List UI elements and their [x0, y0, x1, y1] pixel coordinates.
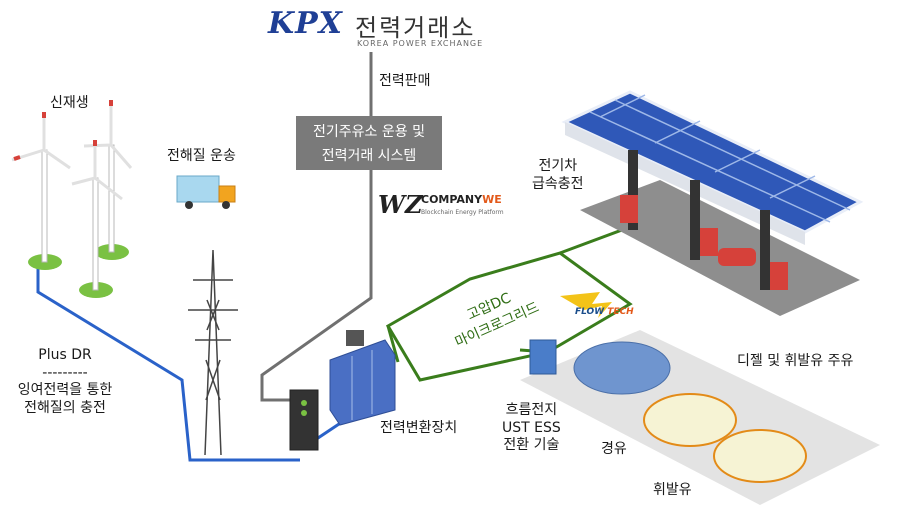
conversion-tech-label: 전환 기술	[503, 437, 560, 453]
power-converter-icon	[289, 330, 396, 451]
companywe-name-a: COMPANY	[421, 193, 483, 206]
surplus-line-1: 잉여전력을 통한	[17, 382, 113, 398]
plus-dr-block: Plus DR --------- 잉여전력을 통한 전해질의 충전	[5, 347, 125, 417]
transmission-tower-icon	[188, 249, 238, 456]
station-pillar	[760, 210, 770, 290]
turbine-tower	[108, 144, 115, 253]
system-connection-line	[260, 170, 373, 402]
station-pillar	[690, 180, 700, 260]
electrolyte-transport-label: 전해질 운송	[167, 148, 236, 164]
trading-system-box: 전기주유소 운용 및 전력거래 시스템	[296, 116, 442, 170]
diesel-gasoline-label: 디젤 및 휘발유 주유	[737, 353, 854, 369]
flow-battery-cabinet	[529, 339, 557, 375]
charger-unit	[620, 195, 638, 223]
system-line-2: 전력거래 시스템	[321, 148, 417, 164]
diesel-tank	[643, 393, 737, 447]
surplus-line-2: 전해질의 충전	[24, 399, 106, 416]
station-pillar	[628, 150, 638, 230]
turbine-tower	[92, 177, 99, 291]
companywe-logo-mark: WZ	[378, 190, 423, 219]
electrolyte-truck-icon	[176, 175, 236, 209]
kpx-subtitle: KOREA POWER EXCHANGE	[357, 39, 484, 48]
dc-microgrid-diamond	[385, 251, 633, 382]
flowtech-logo: FLOW TECH	[575, 307, 634, 317]
converter-label: 전력변환장치	[380, 420, 458, 436]
renewable-label: 신재생	[50, 95, 89, 111]
diesel-label: 경유	[601, 441, 627, 457]
turbine-blades	[11, 112, 71, 170]
gasoline-label: 휘발유	[653, 482, 692, 498]
power-sale-label: 전력판매	[379, 73, 431, 89]
turbine-tower	[41, 149, 48, 263]
ev-car-icon	[718, 248, 756, 266]
kpx-title: 전력거래소	[355, 14, 476, 42]
ev-line-2: 급속충전	[532, 175, 584, 192]
plus-dr-label: Plus DR	[38, 347, 92, 363]
flowtech-a: FLOW	[575, 307, 605, 317]
ev-charging-label: 전기차 급속충전	[532, 158, 584, 193]
charger-unit	[770, 262, 788, 290]
wind-turbine-group	[11, 100, 133, 298]
ev-line-1: 전기차	[538, 158, 578, 174]
microgrid-to-converter-line	[386, 325, 400, 363]
flow-battery-block: 흐름전지 UST ESS 전환 기술	[502, 402, 561, 455]
flow-battery-label: 흐름전지	[505, 402, 558, 418]
kpx-logo-mark: KPX	[268, 6, 343, 41]
gasoline-tank	[713, 429, 807, 483]
turbine-blades	[71, 140, 123, 201]
flow-tech-logo-bolt	[560, 292, 612, 318]
ust-ess-tank	[573, 341, 671, 395]
charging-station-canopy	[561, 90, 864, 316]
charger-unit	[700, 228, 718, 256]
system-line-1: 전기주유소 운용 및	[313, 124, 425, 140]
plus-dr-divider: ---------	[42, 364, 88, 381]
companywe-name: COMPANYWE	[421, 193, 502, 206]
companywe-name-b: WE	[482, 193, 502, 206]
turbine-blades	[83, 100, 133, 169]
flowtech-b: TECH	[607, 307, 634, 317]
tank-area	[520, 330, 880, 505]
ust-ess-label: UST ESS	[502, 419, 561, 436]
companywe-tagline: Blockchain Energy Platform	[421, 209, 504, 216]
